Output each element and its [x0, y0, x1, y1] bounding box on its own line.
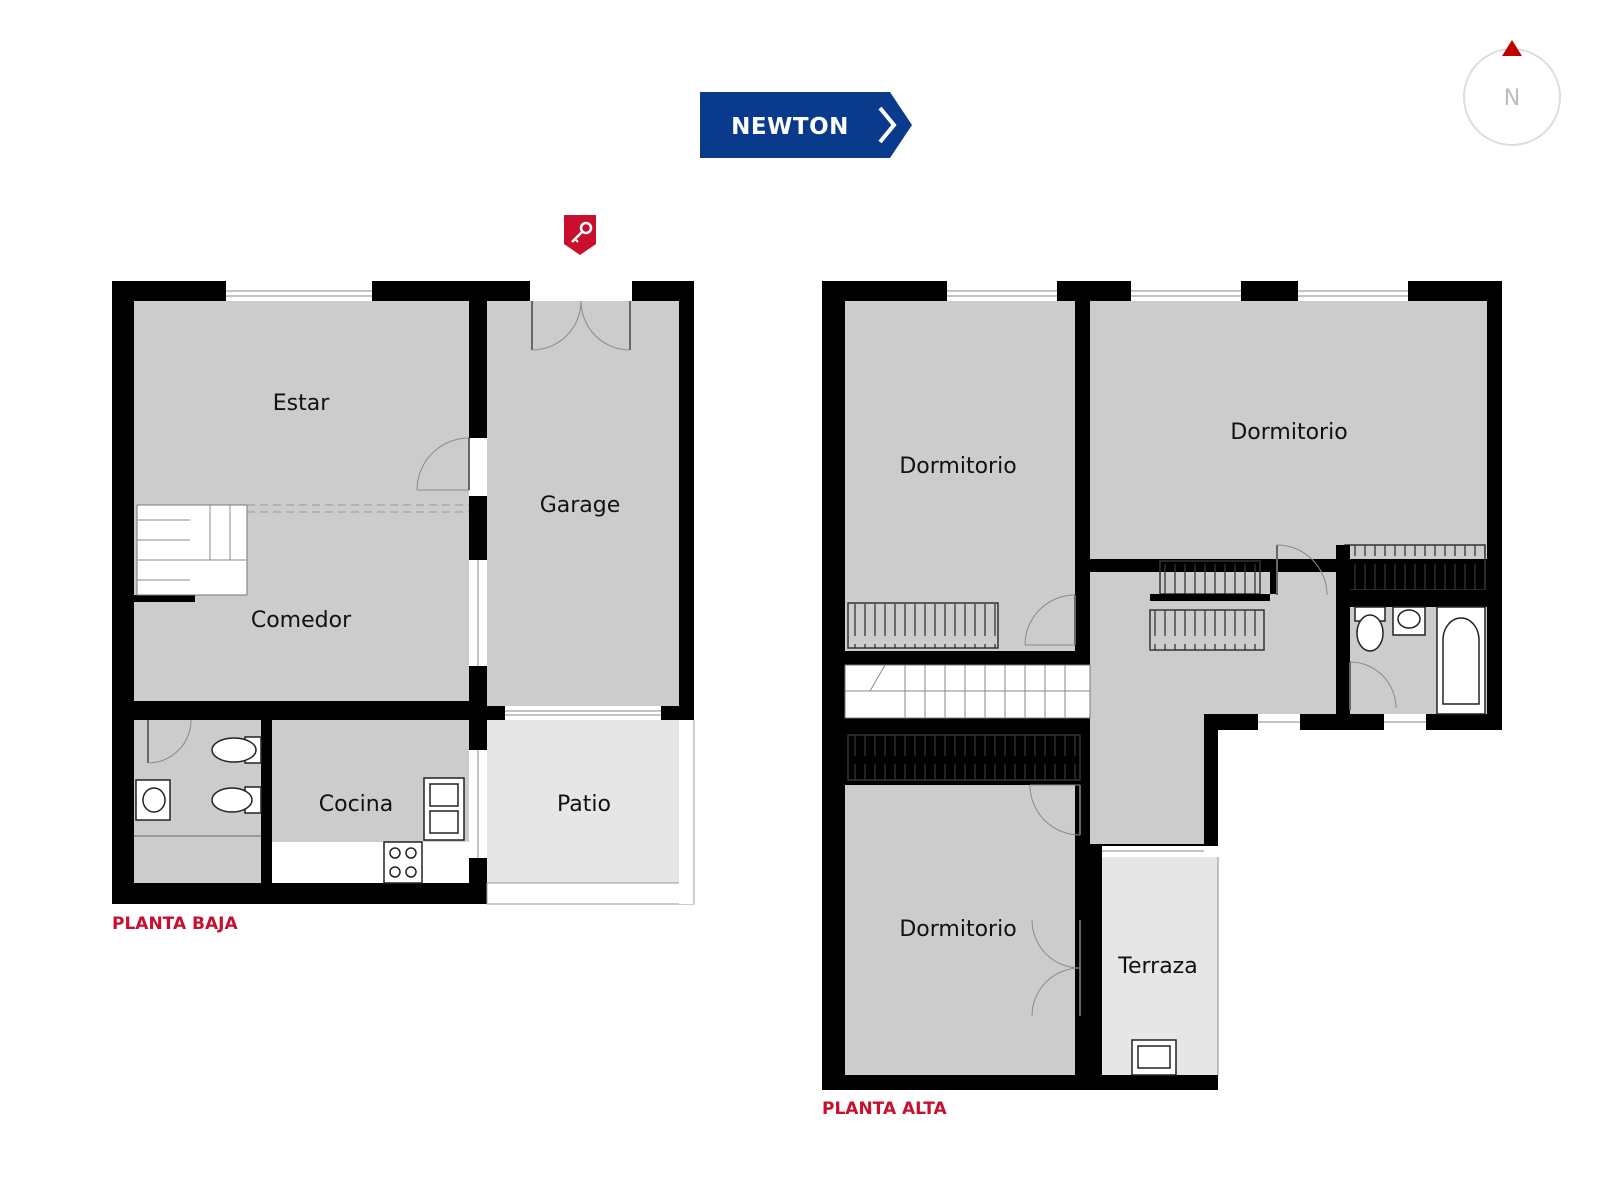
wall [1336, 590, 1487, 607]
wall [261, 720, 272, 883]
bidet [211, 736, 262, 764]
wall [1336, 607, 1350, 662]
room-label-dormitorio-2: Dormitorio [1230, 420, 1347, 445]
room-dormitorio-2 [1090, 301, 1487, 559]
garage-door-opening [530, 281, 632, 301]
door-swing [531, 300, 631, 351]
brand-badge [700, 92, 912, 158]
room-label-dormitorio-1: Dormitorio [899, 454, 1016, 479]
floor-label-planta-baja: PLANTA BAJA [112, 914, 238, 934]
stove [383, 841, 423, 884]
wall [1270, 559, 1277, 594]
door-swing [147, 719, 192, 764]
wall [1150, 594, 1270, 601]
ground-floor: Estar Comedor Garage Cocina Patio PLANTA… [112, 281, 695, 934]
brand-logo: NEWTON [700, 92, 912, 158]
toilet [1354, 606, 1386, 652]
room-label-cocina: Cocina [319, 792, 393, 817]
closet [1149, 609, 1265, 651]
room-hall-corridor [1090, 714, 1204, 844]
door-swing [1024, 594, 1076, 646]
room-estar-comedor [134, 301, 469, 701]
room-patio [487, 720, 679, 883]
room-garage [487, 301, 679, 706]
patio-apron [486, 882, 695, 905]
bathtub [1436, 606, 1486, 715]
room-terraza [1102, 857, 1218, 1075]
room-dormitorio-3 [845, 785, 1075, 1075]
north-compass: N [1463, 40, 1561, 146]
room-label-terraza: Terraza [1117, 954, 1197, 979]
room-label-comedor: Comedor [251, 608, 352, 633]
washbasin [135, 779, 171, 821]
door-swing [1029, 784, 1081, 836]
upper-floor: Dormitorio Dormitorio Dormitorio Terraza… [822, 281, 1502, 1119]
kitchen-sink [423, 777, 465, 841]
wall [414, 701, 469, 720]
door-swing [416, 437, 470, 491]
wall [134, 701, 140, 720]
staircase [136, 504, 469, 596]
closet [1159, 560, 1261, 595]
door-swing [1276, 544, 1328, 596]
washbasin [1392, 606, 1426, 636]
door-swing [1349, 661, 1397, 710]
door-swing [1031, 919, 1081, 1017]
room-dormitorio-1 [845, 301, 1075, 651]
room-label-dormitorio-3: Dormitorio [899, 917, 1016, 942]
closet [1344, 544, 1486, 591]
north-letter: N [1504, 86, 1520, 111]
room-label-patio: Patio [557, 792, 611, 817]
wall [1336, 545, 1350, 595]
closet [847, 602, 999, 649]
north-arrow-icon [1502, 40, 1522, 56]
brand-name: NEWTON [731, 114, 849, 140]
laundry-sink [1131, 1039, 1177, 1076]
closet [847, 734, 1081, 781]
room-label-estar: Estar [273, 391, 330, 416]
wall [190, 701, 316, 720]
room-label-garage: Garage [540, 493, 621, 518]
counter [272, 842, 469, 883]
wall [1075, 572, 1090, 652]
entrance-marker [564, 215, 596, 255]
toilet [211, 786, 262, 814]
floor-label-planta-alta: PLANTA ALTA [822, 1099, 947, 1119]
wall [134, 595, 194, 602]
chevron-right-icon [878, 106, 897, 144]
